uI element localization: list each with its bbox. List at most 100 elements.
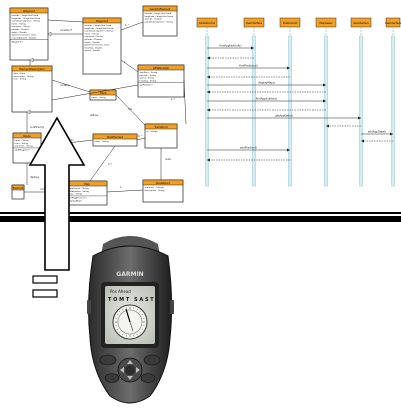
class-attribute: altitude : Double: [12, 28, 30, 31]
association-line: [184, 80, 186, 124]
edge-label: route: [165, 158, 171, 161]
class-attribute: description : String: [14, 75, 34, 78]
call-message: displayMap(): [207, 81, 326, 87]
message-label: findApplication(): [256, 97, 277, 101]
class-attribute: speed : Double: [85, 50, 101, 52]
class-attribute: latitude : SingleUnitCoord: [145, 12, 172, 15]
return-message: [207, 57, 254, 60]
class-attribute: dataFormat : String: [69, 190, 90, 193]
activation-bar: [253, 36, 256, 186]
class-attribute: sequence : Integer: [145, 186, 165, 189]
edge-label: contains: [60, 84, 70, 87]
message-label: findPositions(): [239, 64, 257, 68]
class-attribute: depth : Double: [12, 31, 28, 34]
class-attribute: heading : Double: [85, 47, 104, 49]
class-attribute: comment : String: [15, 145, 34, 148]
return-message: [207, 91, 326, 94]
class-attribute: altitude : Double: [85, 38, 103, 41]
return-message: [207, 76, 290, 79]
class-attribute: description : String: [145, 189, 165, 192]
class-attribute: position : String: [140, 74, 157, 77]
class-attribute: depth : Double: [85, 41, 101, 44]
class-attribute: icon : String: [14, 78, 27, 81]
sequence-diagram: GlobalControl UserInterface PositionUnit Ma…: [197, 18, 401, 186]
gps-side-button-left: [87, 300, 91, 314]
participant-label: GeoInterface: [353, 22, 369, 25]
edge-label: 1..*: [171, 98, 176, 101]
lifeline-4: GeoInterface: [351, 18, 371, 186]
class-title: MapElement: [107, 135, 123, 139]
association-line: [48, 20, 83, 22]
activation-bar: [392, 36, 395, 186]
lifeline-5: UserInterface: [385, 18, 401, 186]
class-box-c9: MapElementname : String: [93, 134, 137, 146]
edge-label: displays: [30, 176, 40, 179]
class-attribute: altitude : Double: [145, 18, 163, 21]
gps-screen-header: Pos Ahead: [110, 289, 131, 294]
class-box-c4: GPSReceiversatellites : Stringposition :…: [138, 65, 184, 97]
class-attribute: color : String: [15, 142, 29, 145]
class-title: Waypoint: [23, 9, 35, 13]
class-attribute: latitude : SingleUnitCoord: [85, 24, 112, 27]
edge-label: is defined by: [30, 126, 45, 129]
class-title: Element: [13, 186, 24, 190]
edge-label: 0..*: [138, 135, 143, 138]
class-attribute: courseAzimuth : Double: [12, 36, 38, 39]
return-message: [326, 125, 361, 128]
gps-rocker-center: [125, 365, 135, 375]
message-label: findAppliedUnit(): [220, 44, 242, 48]
lifeline-2: PositionUnit: [280, 18, 300, 186]
edge-label: consists of: [60, 29, 72, 32]
message-label: addPosition(): [240, 146, 257, 150]
generalization-arrowhead: [48, 32, 51, 36]
class-box-c7: TrackPointid : Integer: [145, 124, 177, 148]
class-attribute: heading : String: [140, 79, 157, 82]
call-message: findAppliedUnit(): [207, 44, 254, 50]
participant-label: MapViewer: [319, 22, 332, 25]
class-attribute: id : Integer: [147, 130, 159, 133]
class-operation: getPosition(): [140, 83, 153, 86]
return-message: [207, 159, 290, 162]
edge-label: defines: [90, 114, 99, 117]
gps-side-button-right: [170, 300, 174, 314]
class-diagram: Waypointlatitude : SingleUnitCoordlongit…: [10, 6, 186, 205]
lifeline-3: MapViewer: [316, 18, 336, 186]
participant-label: GlobalControl: [199, 22, 216, 25]
activation-bar: [325, 36, 328, 186]
class-attribute: satellites : String: [140, 71, 158, 74]
class-title: Route: [23, 134, 31, 138]
bar-marker-2: [33, 290, 57, 297]
return-message: [361, 140, 393, 143]
gps-button-bl: [105, 374, 119, 383]
class-title: GeoInfoElement: [150, 7, 171, 11]
class-attribute: speed : String: [140, 77, 155, 80]
activation-bar: [360, 36, 363, 186]
class-attribute: name : String: [92, 96, 107, 99]
gps-screen-left-text: T O M T: [108, 297, 130, 303]
class-attribute: name : String: [12, 22, 27, 25]
participant-label: PositionUnit: [283, 22, 297, 25]
activation-bar: [289, 36, 292, 186]
call-message: getAppData(): [207, 114, 361, 120]
message-label: addAppData(): [368, 130, 386, 134]
class-attribute: color : String: [69, 193, 83, 196]
class-attribute: coordinatesSystem : String: [145, 20, 174, 23]
association-line: [52, 80, 90, 92]
edge-label: 0..*: [108, 163, 113, 166]
call-message: findApplication(): [207, 97, 326, 103]
class-attribute: latitude : SingleUnitCoord: [12, 14, 39, 17]
gps-brand-label: GARMIN: [116, 271, 143, 278]
class-attribute: name : String: [15, 139, 30, 142]
call-message: addPosition(): [207, 146, 290, 152]
gps-button-left: [100, 355, 116, 365]
association-line: [107, 190, 143, 192]
class-attribute: name : String: [95, 140, 110, 143]
class-attribute: longitude : SingleUnitCoord: [145, 15, 174, 18]
message-label: getAppData(): [275, 114, 293, 118]
edge-label: 1..*: [125, 24, 130, 27]
class-attribute: longitude : SingleUnitCoord: [12, 17, 41, 20]
